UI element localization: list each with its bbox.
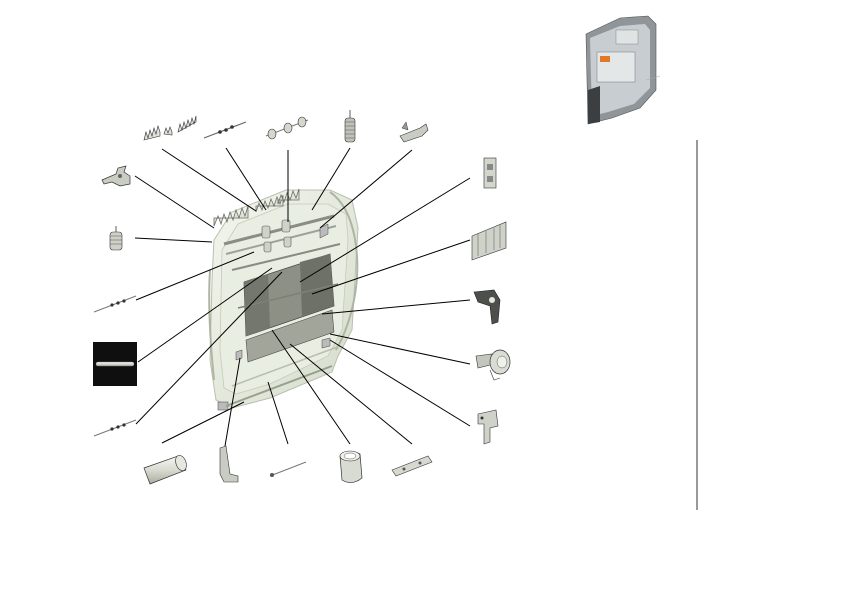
bracket-strip-icon [219,445,239,483]
roller-shaft-icon [203,121,247,139]
mount-bracket-icon [473,289,501,325]
knob-screw-icon [475,349,511,381]
flat-plate-icon [391,455,433,477]
ring-collar-icon [339,450,363,483]
extension-spring-icon [344,110,356,143]
frame-assembly [208,188,359,411]
thin-shaft-lower-icon [93,419,137,437]
long-roller-black-panel-icon [93,342,137,386]
clip-small-icon [483,157,497,189]
callout-leader-lines [134,147,471,447]
pin-rod-icon [269,461,307,477]
pickup-rollers-icon [265,116,309,140]
hinge-lever-icon [101,165,131,187]
lever-arm-icon [399,121,429,143]
corner-bracket-icon [477,409,499,445]
compression-spring-icon [109,226,123,251]
comb-guide-strip-icon [143,115,197,141]
printer-unit-locator-icon [585,15,661,125]
thin-shaft-icon [93,295,137,313]
sleeve-tube-icon [143,454,187,485]
guide-rack-icon [471,221,507,261]
